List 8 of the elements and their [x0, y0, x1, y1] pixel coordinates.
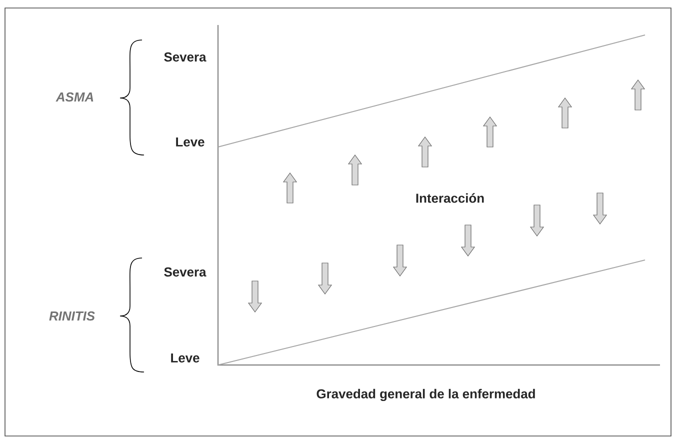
- group-label: RINITIS: [49, 311, 95, 321]
- group-label: ASMA: [56, 92, 94, 102]
- scale-label: Leve: [176, 137, 204, 146]
- scale-label: Severa: [164, 267, 206, 277]
- axis-title: Gravedad general de la enfermedad: [316, 388, 535, 402]
- scale-label: Leve: [171, 353, 200, 362]
- scale-label: Severa: [164, 52, 206, 62]
- center-label: Interacción: [416, 193, 484, 203]
